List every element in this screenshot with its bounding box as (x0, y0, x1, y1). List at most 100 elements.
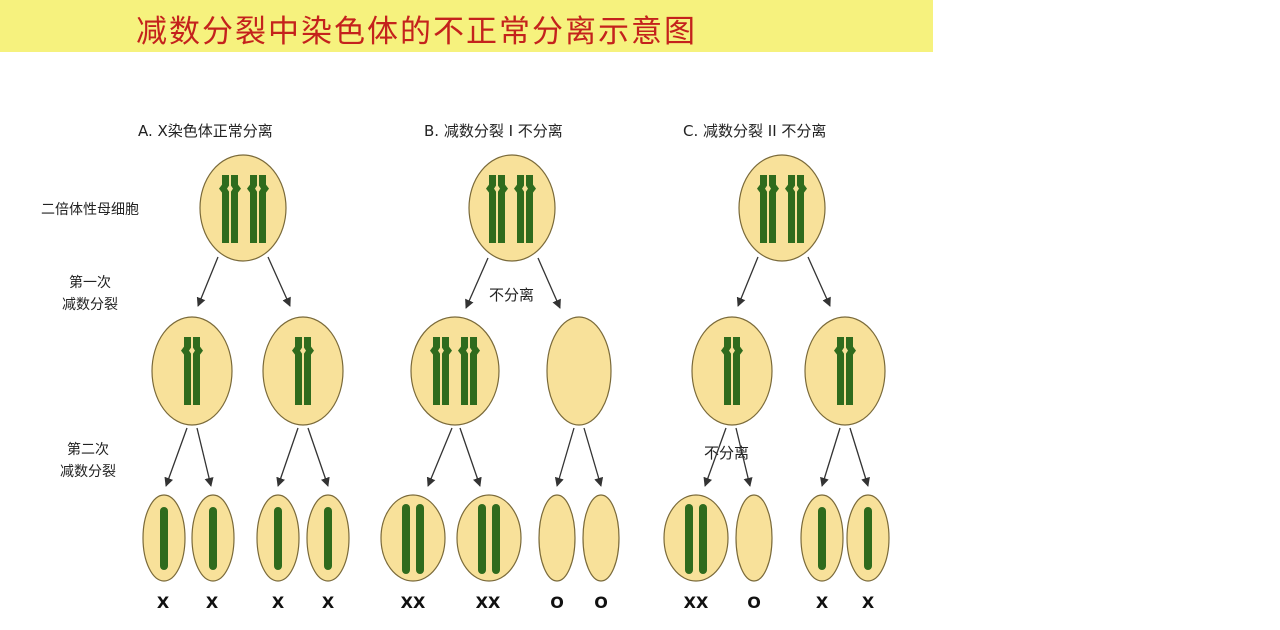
chromatid (514, 175, 524, 243)
cell (306, 494, 350, 582)
cell (846, 494, 890, 582)
chromatid (486, 175, 496, 243)
division-arrow (426, 427, 453, 487)
division-arrow (164, 427, 188, 487)
gamete-label: X (156, 593, 170, 612)
division-arrow (807, 256, 831, 307)
chromatid (259, 175, 269, 243)
chromatid (458, 337, 468, 405)
cell (142, 494, 186, 582)
cell (456, 494, 522, 582)
gamete-label: O (594, 593, 608, 612)
cell (546, 316, 612, 426)
cell (468, 154, 556, 262)
chromatid (834, 337, 844, 405)
division-arrow (196, 427, 214, 487)
cell-membrane (546, 316, 612, 426)
gamete-label: X (815, 593, 829, 612)
chromatid (526, 175, 536, 243)
chromatid (231, 175, 241, 243)
gamete-label: X (321, 593, 335, 612)
chromatid (304, 337, 314, 405)
cell (191, 494, 235, 582)
cell-membrane (151, 316, 233, 426)
gamete-label: X (271, 593, 285, 612)
chromatid (797, 175, 807, 243)
chromatid (864, 507, 872, 570)
cell (256, 494, 300, 582)
cell-membrane (738, 154, 826, 262)
cell-membrane (410, 316, 500, 426)
chromatid (721, 337, 731, 405)
chromatid (818, 507, 826, 570)
division-arrow (267, 256, 291, 307)
row-label-second-line2: 减数分裂 (60, 464, 116, 480)
chromatid (685, 504, 693, 574)
gamete-label: XX (683, 593, 709, 612)
panel-b-nondisjunction-label: 不分离 (489, 286, 535, 304)
gamete-label: XX (400, 593, 426, 612)
chromatid (757, 175, 767, 243)
cell (735, 494, 773, 582)
cell (663, 494, 729, 582)
division-arrow (537, 257, 561, 309)
cell-membrane (691, 316, 773, 426)
chromatid (219, 175, 229, 243)
division-arrow (196, 256, 219, 307)
division-arrow (736, 256, 759, 307)
cell-membrane (582, 494, 620, 582)
gamete-label: O (747, 593, 761, 612)
chromatid (209, 507, 217, 570)
division-arrow (735, 427, 753, 487)
cell-membrane (262, 316, 344, 426)
row-label-second-line1: 第二次 (67, 442, 109, 458)
chromatid (846, 337, 856, 405)
division-arrow (307, 427, 330, 487)
division-arrow (583, 427, 604, 487)
chromatid (324, 507, 332, 570)
division-arrow (276, 427, 299, 487)
gamete-label: X (205, 593, 219, 612)
cell-membrane (735, 494, 773, 582)
division-arrow (554, 427, 575, 487)
gamete-label: O (550, 593, 564, 612)
chromatid (492, 504, 500, 574)
panel-c-title: C. 减数分裂 II 不分离 (683, 122, 827, 140)
division-arrow (703, 427, 727, 487)
chromatid (402, 504, 410, 574)
cell (151, 316, 233, 426)
cell-membrane (663, 494, 729, 582)
division-arrow (849, 427, 870, 487)
diagram-title: 减数分裂中染色体的不正常分离示意图 (136, 14, 697, 50)
panel-b-title: B. 减数分裂 I 不分离 (424, 122, 563, 140)
chromatid (699, 504, 707, 574)
cell (582, 494, 620, 582)
cell (538, 494, 576, 582)
chromatid (416, 504, 424, 574)
cell-membrane (468, 154, 556, 262)
chromatid (247, 175, 257, 243)
cell (691, 316, 773, 426)
cell (410, 316, 500, 426)
cell (738, 154, 826, 262)
chromatid (274, 507, 282, 570)
chromatid (478, 504, 486, 574)
cell (262, 316, 344, 426)
cell-membrane (380, 494, 446, 582)
title-band (0, 0, 933, 52)
cell-membrane (199, 154, 287, 262)
row-label-parent: 二倍体性母细胞 (41, 202, 139, 218)
chromatid (470, 337, 480, 405)
chromatid (160, 507, 168, 570)
cell-membrane (456, 494, 522, 582)
cell (380, 494, 446, 582)
cell (199, 154, 287, 262)
cell-membrane (804, 316, 886, 426)
cell (804, 316, 886, 426)
panel-a-title: A. X染色体正常分离 (138, 122, 273, 140)
cell-membrane (538, 494, 576, 582)
cell (800, 494, 844, 582)
division-arrow (459, 427, 482, 487)
chromatid (498, 175, 508, 243)
